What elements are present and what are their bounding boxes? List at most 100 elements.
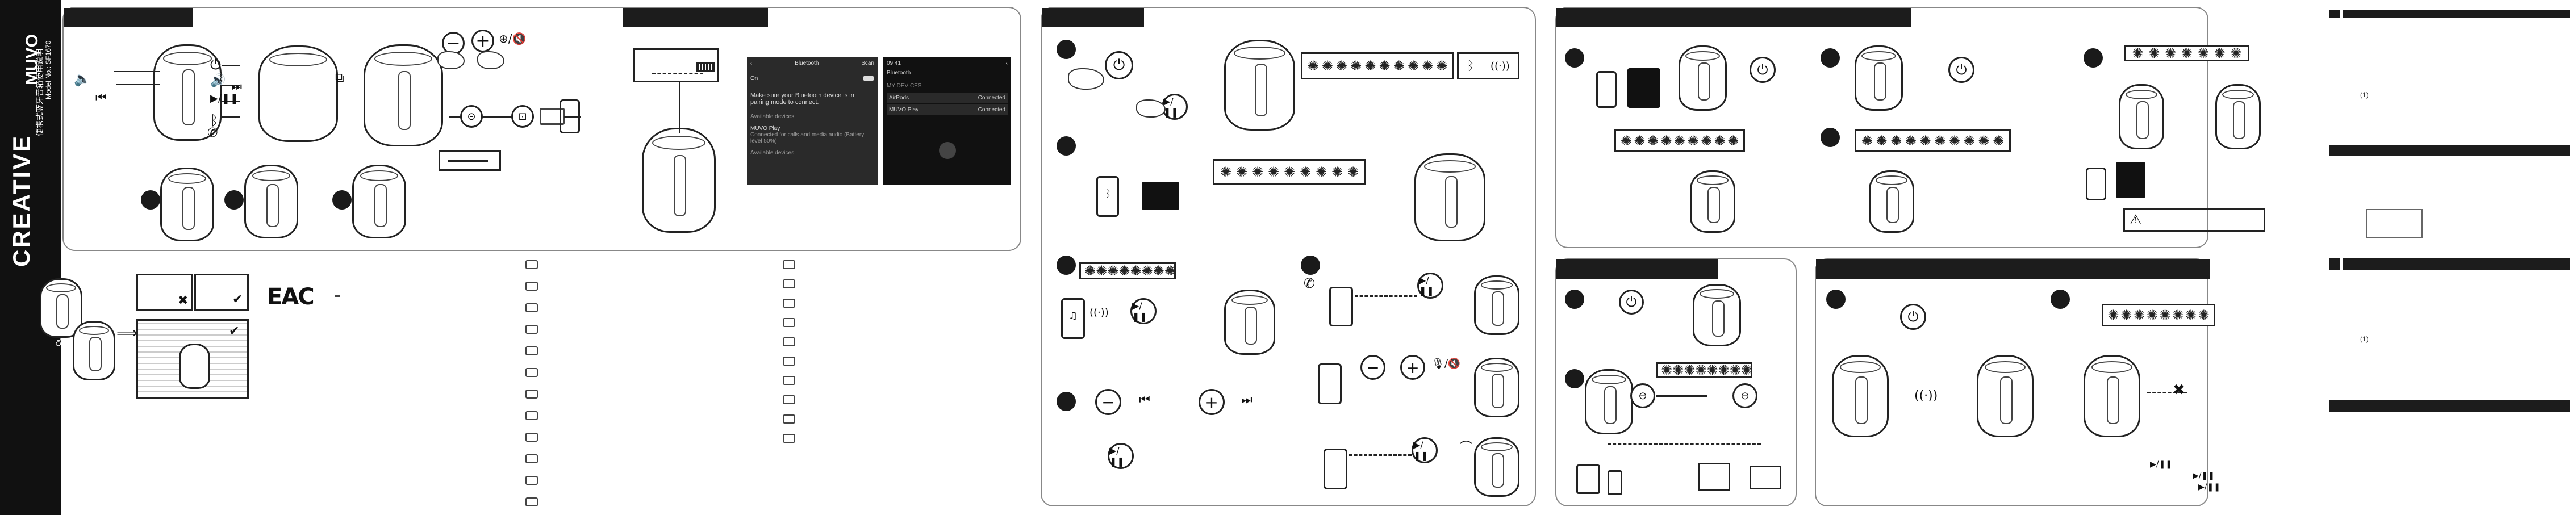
led-light-icon: ✺ [2230, 45, 2242, 61]
bullet-box [783, 395, 795, 404]
led-light-icon: ✺ [1283, 164, 1296, 180]
led-light-icon: ✺ [1321, 58, 1333, 74]
led-light-icon: ✺ [1422, 58, 1434, 74]
speaker-back [258, 45, 338, 142]
pairing-hint: Make sure your Bluetooth device is in pa… [750, 92, 854, 106]
led-light-icon: ✺ [1934, 133, 1946, 149]
speaker-step [244, 165, 298, 238]
footnote: (1) [2360, 335, 2369, 343]
back-icon[interactable]: ‹ [1005, 60, 1008, 66]
scan-button[interactable]: Scan [861, 60, 874, 66]
led-light-icon: ✺ [1364, 58, 1376, 74]
speaker-call [1474, 358, 1519, 417]
battery-icon [696, 62, 715, 72]
bullet-box [783, 414, 795, 424]
led-light-icon: ✺ [1660, 133, 1672, 149]
led-light-icon: ✺ [2181, 45, 2193, 61]
aux-cable-box [439, 150, 501, 171]
led-light-icon: ✺ [1673, 133, 1686, 149]
volume-plus-button: + [1400, 355, 1425, 380]
screen-title: Bluetooth [887, 70, 911, 76]
bluetooth-toggle[interactable] [863, 76, 874, 81]
led-light-icon: ✺ [1350, 58, 1362, 74]
back-icon[interactable]: ‹ [750, 60, 753, 66]
step-badge [224, 190, 244, 210]
led-light-icon: ✺ [1118, 263, 1130, 279]
bullet-box [783, 434, 795, 443]
wall-plug-icon [560, 99, 580, 133]
speaker-play [1224, 290, 1275, 355]
volume-minus-button: − [1095, 389, 1121, 415]
bullet-box [525, 476, 538, 485]
step-badge [1301, 256, 1320, 275]
hand-icon [1136, 99, 1166, 118]
check-icon: ✔ [229, 324, 240, 338]
led-light-icon: ✺ [2172, 307, 2184, 323]
my-devices-label: MY DEVICES [887, 83, 922, 89]
cross-icon: ✖ [178, 294, 189, 308]
next-icon: ⏭ [232, 79, 242, 93]
bullet-box [525, 454, 538, 463]
play-pause-icon: ▶/❚❚ [2198, 483, 2220, 492]
phone-icon [1608, 470, 1622, 495]
led-light-icon: ✺ [1153, 263, 1164, 279]
play-pause-icon: ▶/❚❚ [210, 93, 239, 104]
device-name[interactable]: MUVO Play [750, 125, 780, 132]
section-bar [2343, 10, 2570, 18]
led-light-icon: ✺ [2146, 307, 2158, 323]
led-light-icon: ✺ [1963, 133, 1975, 149]
aux-header-bar [1556, 259, 1718, 279]
led-light-icon: ✺ [1861, 133, 1873, 149]
speaker-stereo [1869, 170, 1914, 233]
step-badge [1821, 128, 1840, 147]
signal-icon: ((·)) [1914, 389, 1938, 403]
volume-plus-button: + [1199, 389, 1225, 415]
speaker-charging [642, 128, 716, 233]
section-marker [2329, 258, 2340, 270]
bluetooth-device-entry [1627, 68, 1660, 108]
speaker-party [1977, 355, 2034, 437]
step-badge [1826, 290, 1846, 309]
step-badge [1057, 392, 1076, 411]
led-light-icon: ✺ [1905, 133, 1917, 149]
phone-icon: ♫ [1061, 298, 1085, 339]
led-light-icon: ✺ [1876, 133, 1888, 149]
prev-icon: ⏮ [95, 91, 107, 105]
aux-plug-icon: ⊖ [1732, 383, 1757, 408]
speaker-stereo [2215, 84, 2261, 149]
power-button: ⏻ [1105, 51, 1133, 79]
care-box-dont: ✖ [136, 274, 193, 311]
led-light-icon: ✺ [1684, 362, 1696, 378]
led-light-icon: ✺ [1634, 133, 1646, 149]
volume-mute-label: ⊕/🔇 [499, 32, 527, 45]
aux-port-icon: ⊖ [1630, 383, 1655, 408]
power-button: ⏻ [1619, 290, 1644, 315]
speaker-party [2084, 355, 2140, 437]
led-light-icon: ✺ [2165, 45, 2177, 61]
device-state: Connected [978, 95, 1005, 101]
bluetooth-icon: ᛒ [210, 112, 219, 128]
led-light-icon: ✺ [1620, 133, 1632, 149]
overview-header-bar [64, 8, 193, 27]
speaker-care [40, 278, 82, 338]
battery-indicator-box [633, 48, 719, 82]
speaker-call [1474, 437, 1519, 497]
footnote: (1) [2360, 91, 2369, 99]
led-light-icon: ✺ [1436, 58, 1448, 74]
screen-title: Bluetooth [795, 60, 819, 66]
led-light-icon: ✺ [1130, 263, 1142, 279]
led-light-icon: ✺ [1701, 133, 1713, 149]
bullet-box [525, 497, 538, 506]
care-box-do: ✔ [194, 274, 249, 311]
led-light-icon: ✺ [2185, 307, 2197, 323]
speaker-side [364, 44, 443, 146]
phone-icon [1318, 363, 1342, 404]
led-light-icon: ✺ [2148, 45, 2160, 61]
bluetooth-on-label: On [750, 76, 758, 82]
next-icon: ⏭ [1241, 393, 1252, 407]
step-badge [1565, 369, 1584, 388]
led-light-icon: ✺ [1714, 133, 1726, 149]
